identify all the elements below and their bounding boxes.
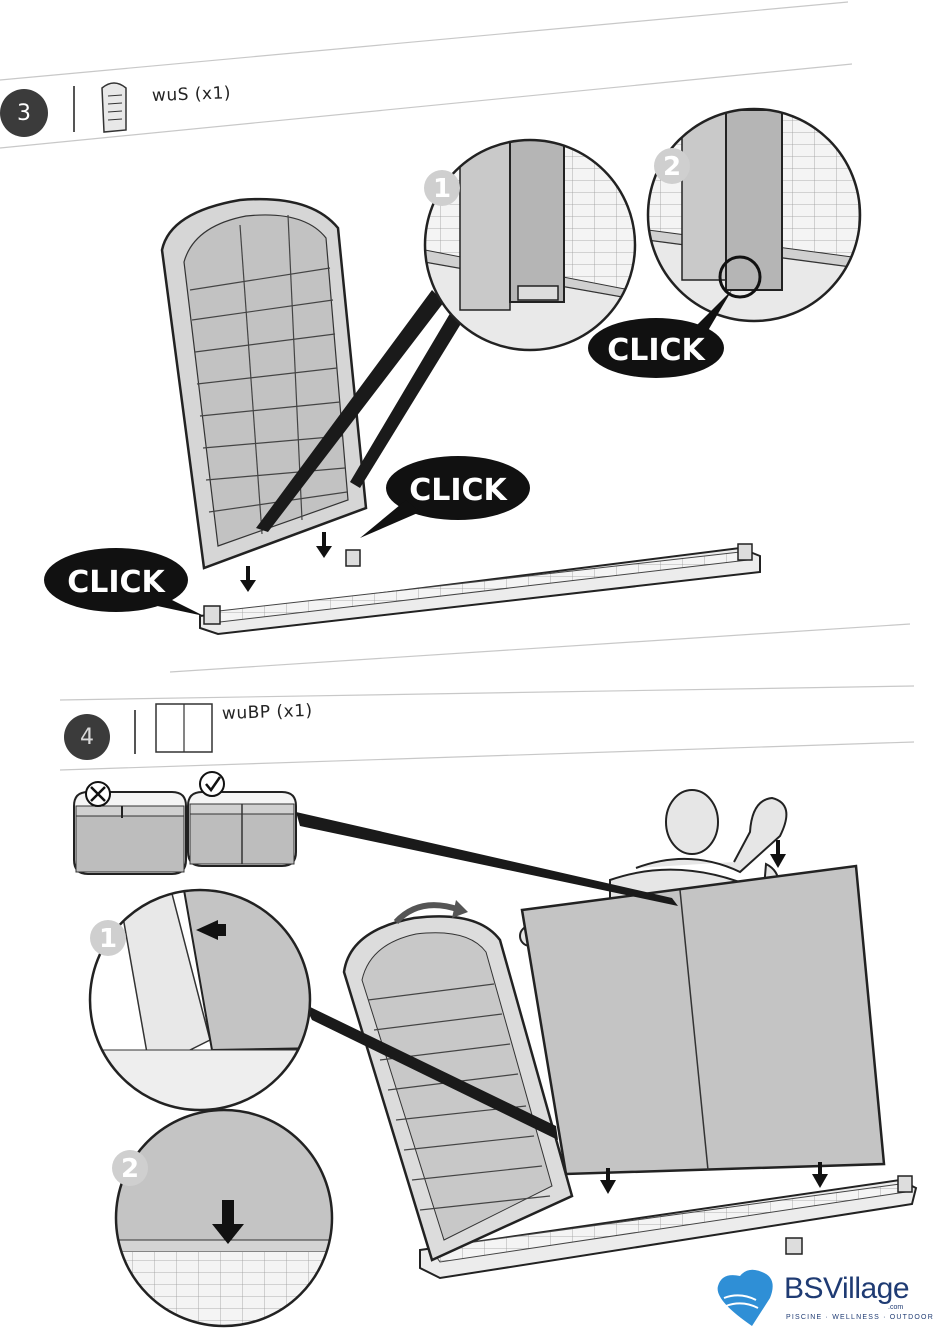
correct-joint-example [187, 771, 297, 867]
step3-part-icon [73, 82, 127, 133]
wrong-joint-example [73, 781, 187, 875]
brand-logo: BSVillage .com PISCINE · WELLNESS · OUTD… [716, 1270, 933, 1330]
click-bubble-right: CLICK [360, 456, 530, 538]
brand-tagline: PISCINE · WELLNESS · OUTDOOR [786, 1314, 934, 1321]
step4-floor-base [419, 1175, 918, 1280]
cross-circle-icon [85, 781, 111, 807]
step3-detail-2-number: 2 [663, 152, 681, 182]
brand-domain-suffix: .com [888, 1304, 904, 1311]
step3-floor-base [199, 543, 761, 636]
brand-name: BSVillage [784, 1272, 910, 1305]
step-4-part-label: wuBP (x1) [222, 701, 313, 724]
step-4-badge: 4 [64, 714, 110, 760]
step4-detail-2: 2 [112, 1108, 334, 1328]
step3-zoom-connectors [256, 290, 462, 532]
step4-back-panel [520, 864, 886, 1176]
step-3-part-code: wuS [151, 84, 190, 106]
step4-detail-2-number: 2 [121, 1154, 139, 1184]
step4-detail-1: 1 [88, 888, 312, 1112]
step4-down-arrows [600, 840, 828, 1194]
step-4-quantity: (x1) [276, 700, 313, 723]
step3-detail-2: 2 [646, 107, 862, 323]
step3-side-panel [160, 197, 368, 570]
click-bubble-left: CLICK [44, 548, 204, 616]
step3-detail-1-number: 1 [433, 174, 451, 204]
bsvillage-logo-icon [717, 1269, 773, 1326]
step-3-part-label: wuS (x1) [152, 83, 232, 106]
click-label-detail: CLICK [607, 333, 706, 368]
step-4-part-code: wuBP [221, 702, 271, 724]
click-label-left: CLICK [67, 565, 166, 600]
click-bubble-detail: CLICK [588, 290, 732, 378]
step4-detail-1-number: 1 [99, 924, 117, 954]
step-3-quantity: (x1) [194, 83, 232, 105]
click-label-right: CLICK [409, 473, 508, 508]
step-4-number: 4 [80, 724, 94, 750]
check-circle-icon [199, 771, 225, 797]
step3-down-arrows [240, 532, 332, 592]
step-3-badge: 3 [0, 89, 48, 137]
step4-part-icon [134, 703, 213, 754]
step-3-number: 3 [17, 100, 31, 126]
section-dividers [0, 1, 915, 771]
